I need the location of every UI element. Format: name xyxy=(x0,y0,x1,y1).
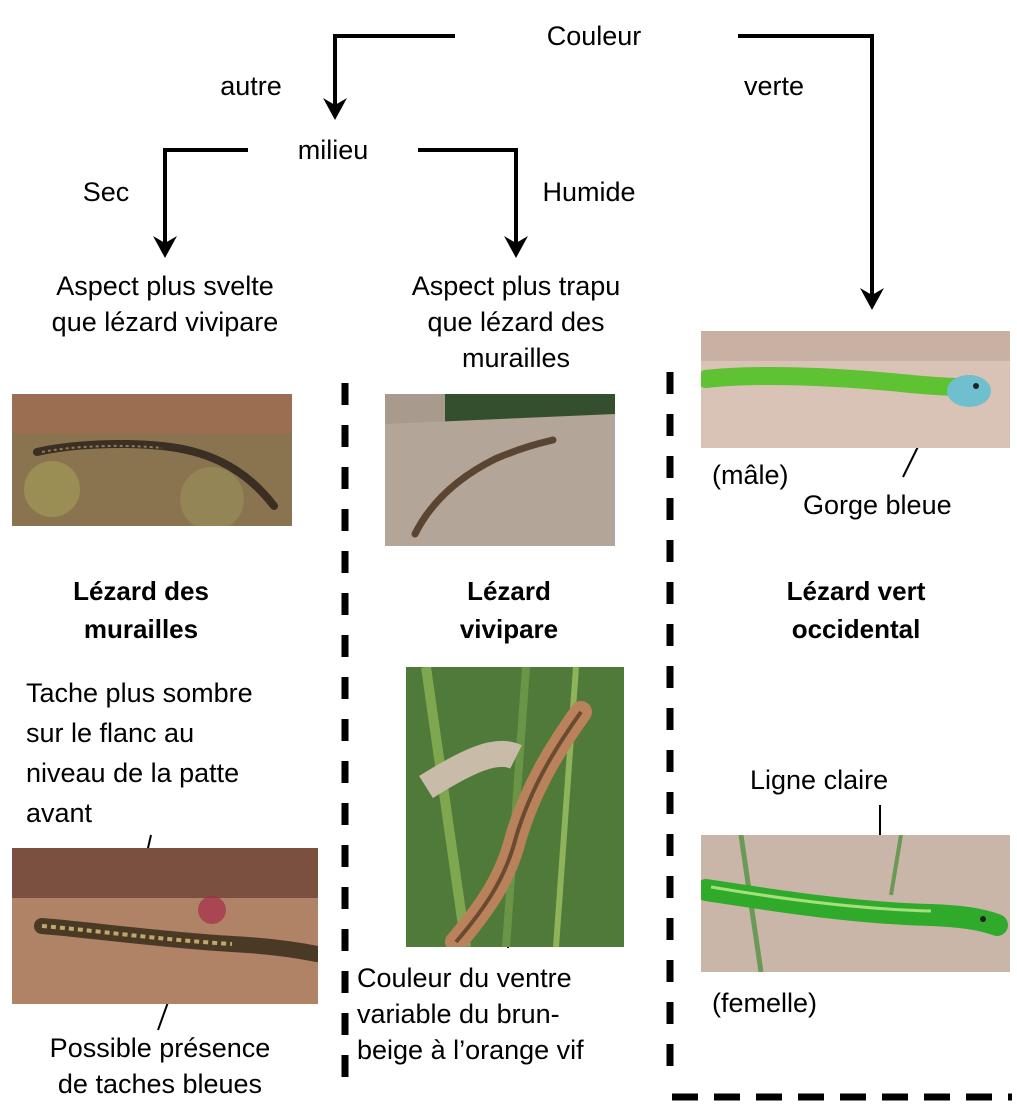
note-female: (femelle) xyxy=(712,985,817,1021)
photo-viviparous-lizard-belly xyxy=(406,667,624,947)
species-viviparous: Lézardvivipare xyxy=(460,572,558,648)
note-wall-flank: Tache plus sombresur le flanc auniveau d… xyxy=(26,673,253,833)
note-stripe: Ligne claire xyxy=(750,762,888,798)
branch-sec: Sec xyxy=(83,174,130,210)
photo-wall-lizard-bottom xyxy=(12,848,318,1004)
branch-verte: verte xyxy=(744,68,804,104)
arrow-humide xyxy=(418,150,516,248)
species-wall: Lézard desmurailles xyxy=(73,572,209,648)
desc-viviparous: Aspect plus trapuque lézard desmurailles xyxy=(412,268,621,376)
root-label: Couleur xyxy=(547,18,642,54)
branch-autre: autre xyxy=(220,68,282,104)
photo-green-lizard-female xyxy=(701,835,1010,972)
species-green: Lézard vertoccidental xyxy=(787,572,926,648)
desc-wall: Aspect plus svelteque lézard vivipare xyxy=(52,268,279,340)
photo-viviparous-lizard-top xyxy=(385,394,615,546)
note-throat: Gorge bleue xyxy=(803,487,952,523)
note-viviparous-belly: Couleur du ventrevariable du brun-beige … xyxy=(357,960,584,1068)
node-milieu: milieu xyxy=(298,132,369,168)
photo-green-lizard-male xyxy=(701,331,1010,448)
branch-humide: Humide xyxy=(542,174,635,210)
arrow-autre xyxy=(335,36,455,110)
note-wall-blue: Possible présencede taches bleues xyxy=(50,1030,271,1102)
arrow-sec xyxy=(165,150,248,248)
note-male: (mâle) xyxy=(712,457,789,493)
photo-wall-lizard-top xyxy=(12,394,292,526)
